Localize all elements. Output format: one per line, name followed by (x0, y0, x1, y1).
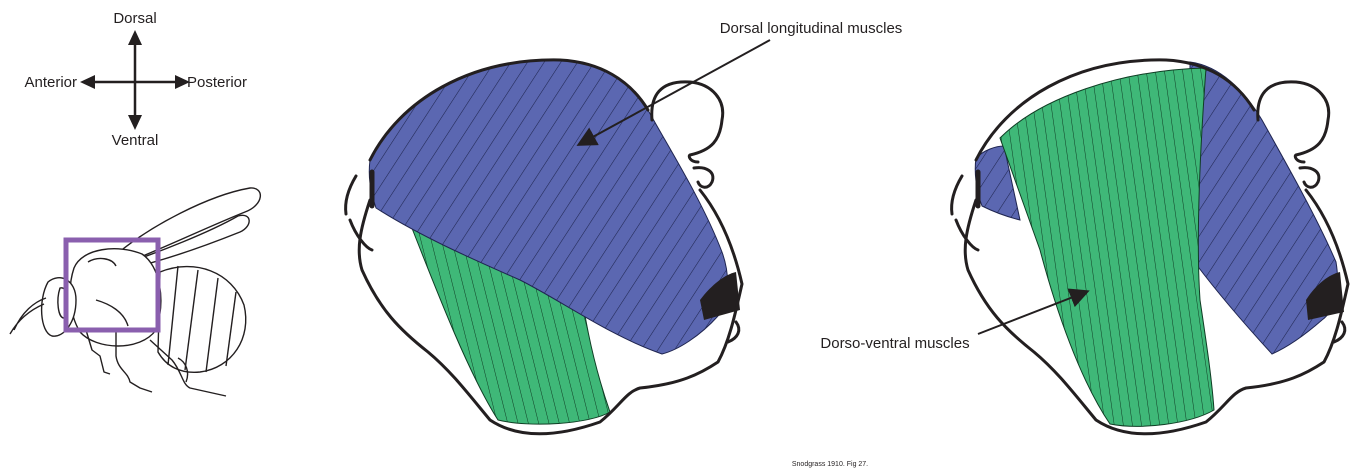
thorax-section-right (952, 60, 1348, 434)
dorso-ventral-muscle-right (1000, 68, 1214, 426)
label-dorso-ventral-muscles: Dorso-ventral muscles (820, 335, 969, 352)
label-posterior: Posterior (187, 74, 247, 91)
label-anterior: Anterior (24, 74, 77, 91)
label-dorsal-longitudinal-muscles: Dorsal longitudinal muscles (720, 20, 903, 37)
thorax-section-left (346, 40, 770, 434)
arrow-up-icon (128, 30, 142, 45)
arrow-down-icon (128, 115, 142, 130)
orientation-compass: Dorsal Ventral Anterior Posterior (24, 10, 247, 149)
citation: Snodgrass 1910. Fig 27. (792, 461, 868, 468)
label-dorsal: Dorsal (113, 10, 156, 27)
bee-illustration (10, 188, 260, 396)
arrow-left-icon (80, 75, 95, 89)
bee-antenna (10, 298, 46, 334)
label-ventral: Ventral (112, 132, 159, 149)
